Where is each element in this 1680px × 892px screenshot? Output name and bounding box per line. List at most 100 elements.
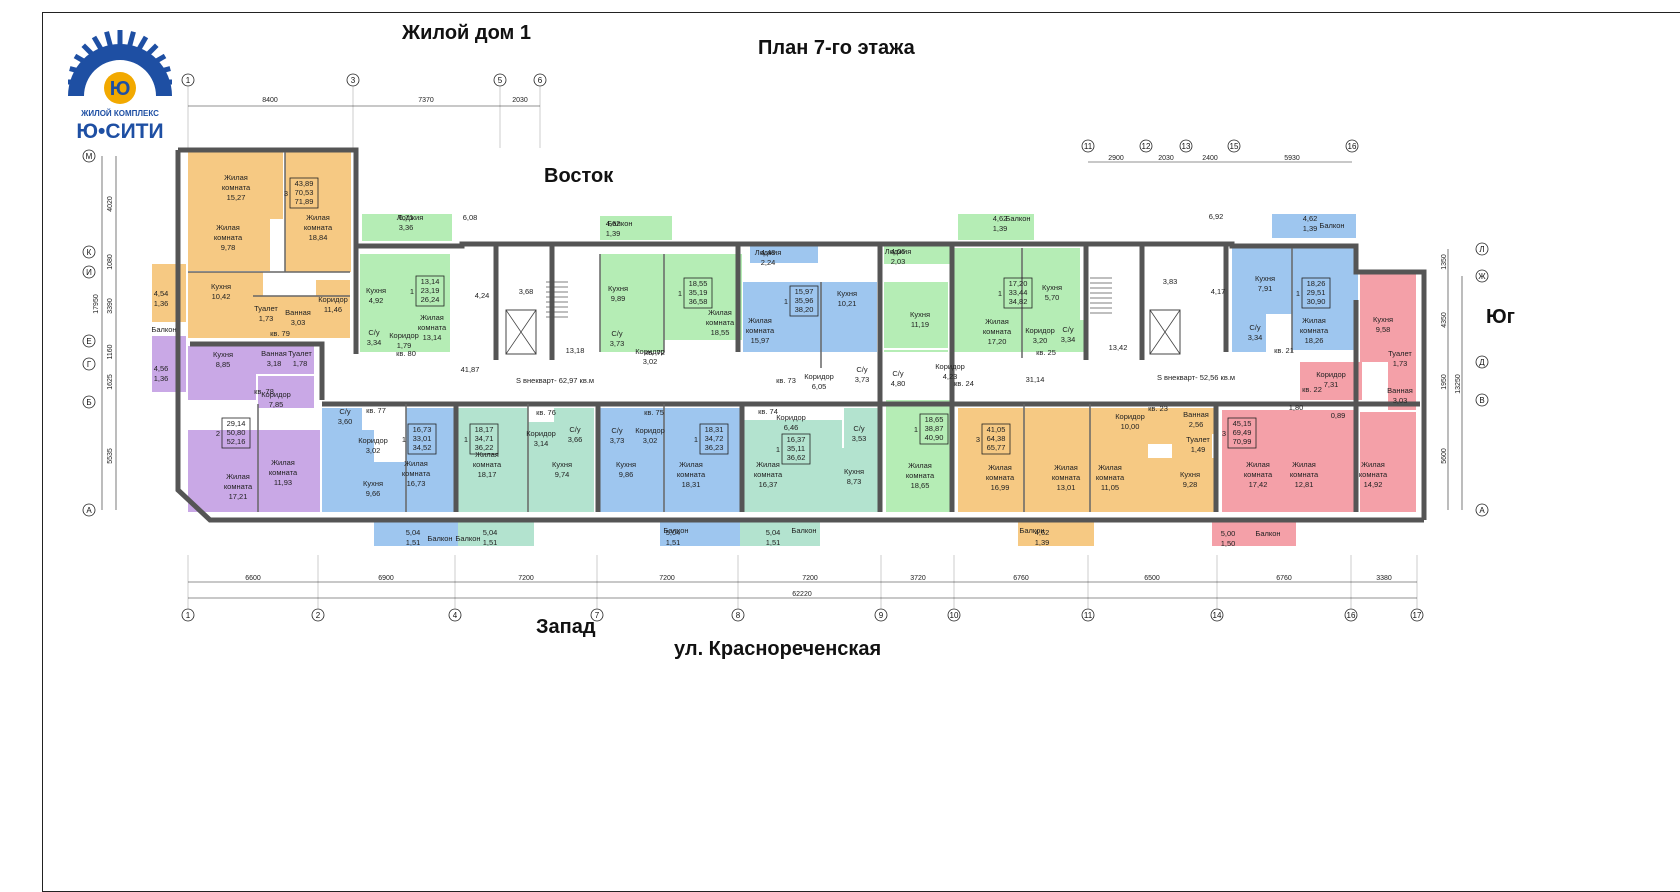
room-label: 3,34 (367, 338, 382, 347)
room-label: С/у (856, 365, 868, 374)
room-label: 7,31 (1324, 380, 1339, 389)
room-r77 (1174, 408, 1214, 434)
dim-value: 7370 (418, 97, 434, 104)
apartment-area: 34,71 (475, 434, 494, 443)
direction-east: Восток (544, 165, 614, 187)
room-label: 18,31 (682, 480, 701, 489)
logo-letter: Ю (110, 78, 131, 100)
room-label: 4,92 (369, 296, 384, 305)
apartment-info-box (1301, 277, 1331, 309)
axis-label: 8 (736, 611, 741, 620)
floor-title: План 7-го этажа (758, 37, 915, 59)
room-label: комната (222, 183, 251, 192)
axis-label: 16 (1348, 142, 1357, 151)
apartment-info-box (919, 413, 949, 445)
apartment-area: 41,05 (987, 425, 1006, 434)
corridor-value: 4,17 (1211, 287, 1226, 296)
apartment-number: кв. 22 (1302, 385, 1322, 394)
room-label: 1,51 (406, 538, 421, 547)
dim-value: 3390 (107, 298, 114, 314)
room-label: С/у (339, 407, 351, 416)
room-r3 (188, 219, 270, 271)
apartment-area: 18,55 (689, 279, 708, 288)
apartment-area: 34,82 (1009, 297, 1028, 306)
room-label: 3,03 (1393, 396, 1408, 405)
room-label: Жилая (756, 460, 780, 469)
apartment-area: 16,37 (787, 435, 806, 444)
axis-marker-top (1081, 139, 1095, 153)
corridor-area-right: S внекварт- 52,56 кв.м (1157, 373, 1235, 382)
room-r56 (406, 408, 456, 512)
dim-value: 6760 (1276, 575, 1292, 582)
room-label: 7,85 (269, 400, 284, 409)
room-label: 5,70 (1045, 293, 1060, 302)
room-label: С/у (569, 425, 581, 434)
apartment-area: 33,01 (413, 434, 432, 443)
room-label: Коридор (635, 347, 665, 356)
axis-label: К (87, 248, 92, 257)
room-label: 7,91 (1258, 284, 1273, 293)
apartment-room-count: 1 (410, 287, 414, 296)
balcony-word: Балкон (663, 526, 688, 535)
elevator-cross (1149, 309, 1181, 355)
room-label: Кухня (552, 460, 572, 469)
room-r72 (740, 522, 820, 546)
room-label: Жилая (985, 317, 1009, 326)
room-r18 (634, 320, 664, 354)
axis-marker-right (1475, 503, 1489, 517)
room-label: 11,19 (911, 320, 929, 329)
room-label: 9,89 (611, 294, 626, 303)
room-label: Ванная (1387, 386, 1413, 395)
logo-subtitle: ЖИЛОЙ КОМПЛЕКС (80, 109, 159, 118)
dim-value: 4350 (1441, 312, 1448, 328)
room-label: Жилая (1302, 316, 1326, 325)
room-r43 (1288, 410, 1354, 512)
room-label: 16,73 (407, 479, 426, 488)
room-label: 3,34 (1061, 335, 1076, 344)
apartment-room-count: 1 (784, 297, 788, 306)
axis-label: 9 (879, 611, 884, 620)
apartment-area: 30,90 (1307, 297, 1326, 306)
room-label: 3,73 (855, 375, 870, 384)
apartment-area: 23,19 (421, 286, 440, 295)
room-label: Ванная (1183, 410, 1209, 419)
room-label: Жилая (1246, 460, 1270, 469)
dim-value: 3380 (1376, 575, 1392, 582)
room-label: комната (1300, 326, 1329, 335)
axis-label: Ж (1478, 272, 1486, 281)
room-r63 (600, 408, 634, 446)
room-label: Жилая (988, 463, 1012, 472)
room-label: 11,05 (1101, 483, 1119, 492)
room-label: 1,39 (993, 224, 1008, 233)
room-label: комната (224, 482, 253, 491)
wall-segment (190, 341, 325, 400)
axis-marker-left (82, 334, 96, 348)
room-label: комната (1096, 473, 1125, 482)
room-r51 (188, 430, 258, 512)
room-label: 17,20 (988, 337, 1007, 346)
logo-arc (68, 44, 172, 96)
room-r2 (285, 152, 351, 272)
room-label: Кухня (1042, 283, 1062, 292)
room-label: С/у (1249, 323, 1261, 332)
room-label: комната (746, 326, 775, 335)
axis-label: 1 (186, 76, 191, 85)
room-label: 6,46 (784, 423, 799, 432)
apartment-area: 65,77 (987, 443, 1006, 452)
room-label: Коридор (804, 372, 834, 381)
dim-value: 7200 (802, 575, 818, 582)
apartment-room-count: 1 (998, 289, 1002, 298)
axis-label: В (1479, 396, 1484, 405)
apartment-area: 71,89 (295, 197, 314, 206)
corridor-value: 3,68 (519, 287, 534, 296)
room-label: 18,17 (478, 470, 497, 479)
apartment-info-box (221, 417, 251, 449)
apartment-area: 35,19 (689, 288, 708, 297)
room-label: Ванная (285, 308, 311, 317)
room-r62 (458, 522, 534, 546)
apartment-room-count: 3 (1222, 429, 1226, 438)
room-label: Жилая (708, 308, 732, 317)
room-label: Коридор (318, 295, 348, 304)
dim-value: 3720 (910, 575, 926, 582)
